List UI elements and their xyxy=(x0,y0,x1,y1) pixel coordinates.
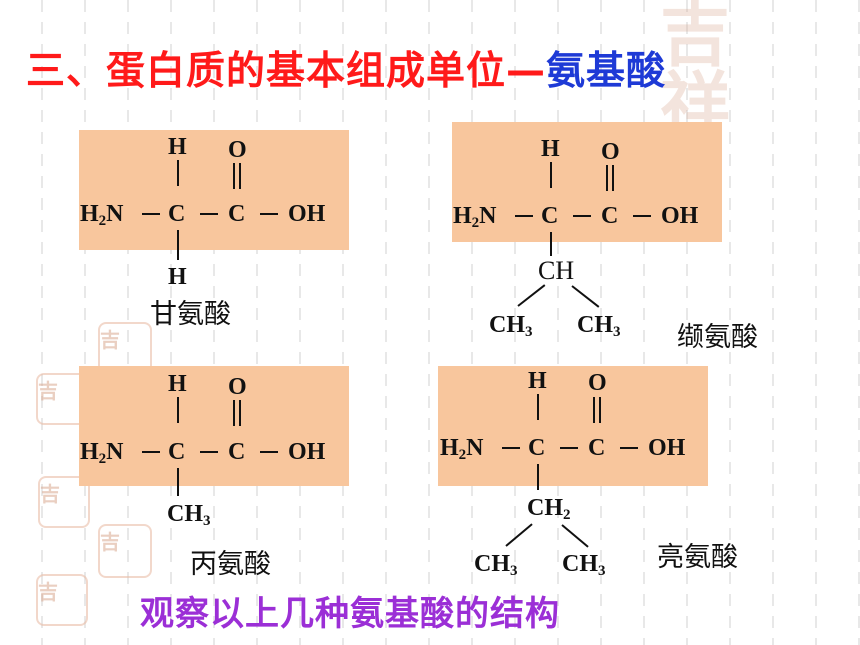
amino-group: H2N xyxy=(80,439,124,467)
methyl-left: CH3 xyxy=(489,312,533,340)
alanine-box xyxy=(79,366,349,486)
page-title: 三、蛋白质的基本组成单位—氨基酸 xyxy=(26,40,666,96)
methyl-right: CH3 xyxy=(562,551,606,579)
atom-c-alpha: C xyxy=(168,201,186,227)
atom-o: O xyxy=(588,370,607,396)
leucine-label: 亮氨酸 xyxy=(657,542,738,573)
atom-h: H xyxy=(528,368,547,394)
valine-label: 缬氨酸 xyxy=(677,322,758,353)
decorative-seal-left-3: 吉 xyxy=(38,476,90,528)
footer-prompt: 观察以上几种氨基酸的结构 xyxy=(140,594,560,634)
atom-o: O xyxy=(601,139,620,165)
methyl-right: CH3 xyxy=(577,312,621,340)
title-part-1: 三、蛋白质的基本组成单位— xyxy=(26,49,547,94)
atom-c-alpha: C xyxy=(168,439,186,465)
decorative-seal-left-4: 吉 xyxy=(98,524,152,578)
r-group-ch2: CH2 xyxy=(527,495,571,523)
leucine-box xyxy=(438,366,708,486)
atom-c-alpha: C xyxy=(541,203,559,229)
r-group-h: H xyxy=(168,264,187,290)
atom-c-carboxyl: C xyxy=(588,435,606,461)
amino-group: H2N xyxy=(80,201,124,229)
amino-group: H2N xyxy=(440,435,484,463)
atom-c-alpha: C xyxy=(528,435,546,461)
methyl-left: CH3 xyxy=(474,551,518,579)
atom-h: H xyxy=(168,371,187,397)
atom-c-carboxyl: C xyxy=(601,203,619,229)
glycine-box xyxy=(79,130,349,250)
hydroxyl-group: OH xyxy=(288,439,326,465)
decorative-seal-left-5: 吉 xyxy=(36,574,88,626)
atom-h: H xyxy=(168,134,187,160)
alanine-label: 丙氨酸 xyxy=(190,549,271,580)
hydroxyl-group: OH xyxy=(648,435,686,461)
atom-c-carboxyl: C xyxy=(228,201,246,227)
hydroxyl-group: OH xyxy=(661,203,699,229)
glycine-label: 甘氨酸 xyxy=(150,299,231,330)
amino-group: H2N xyxy=(453,203,497,231)
atom-o: O xyxy=(228,137,247,163)
atom-o: O xyxy=(228,374,247,400)
hydroxyl-group: OH xyxy=(288,201,326,227)
r-group-methyl: CH3 xyxy=(167,501,211,529)
valine-box xyxy=(452,122,722,242)
atom-c-carboxyl: C xyxy=(228,439,246,465)
title-part-2: 氨基酸 xyxy=(546,49,667,94)
r-group-ch: CH xyxy=(538,256,575,285)
atom-h: H xyxy=(541,136,560,162)
